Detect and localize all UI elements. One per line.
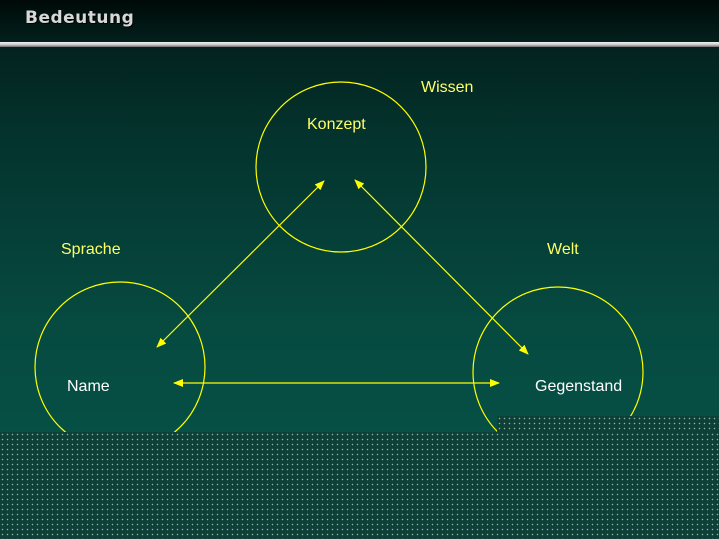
domain-label-world: Welt [547, 241, 579, 258]
slide-title: Bedeutung [25, 8, 135, 28]
title-bar: Bedeutung [0, 0, 719, 42]
node-label-concept: Konzept [307, 116, 366, 133]
domain-label-knowledge: Wissen [421, 79, 473, 96]
dotted-floor-step [497, 416, 719, 432]
arrow-concept-object [354, 179, 529, 355]
dotted-floor [0, 432, 719, 539]
language-circle [34, 281, 206, 453]
knowledge-circle [255, 81, 427, 253]
node-label-object: Gegenstand [535, 378, 622, 395]
node-label-name: Name [67, 378, 110, 395]
domain-label-language: Sprache [61, 241, 121, 258]
title-divider [0, 42, 719, 47]
arrow-concept-name [156, 180, 325, 348]
